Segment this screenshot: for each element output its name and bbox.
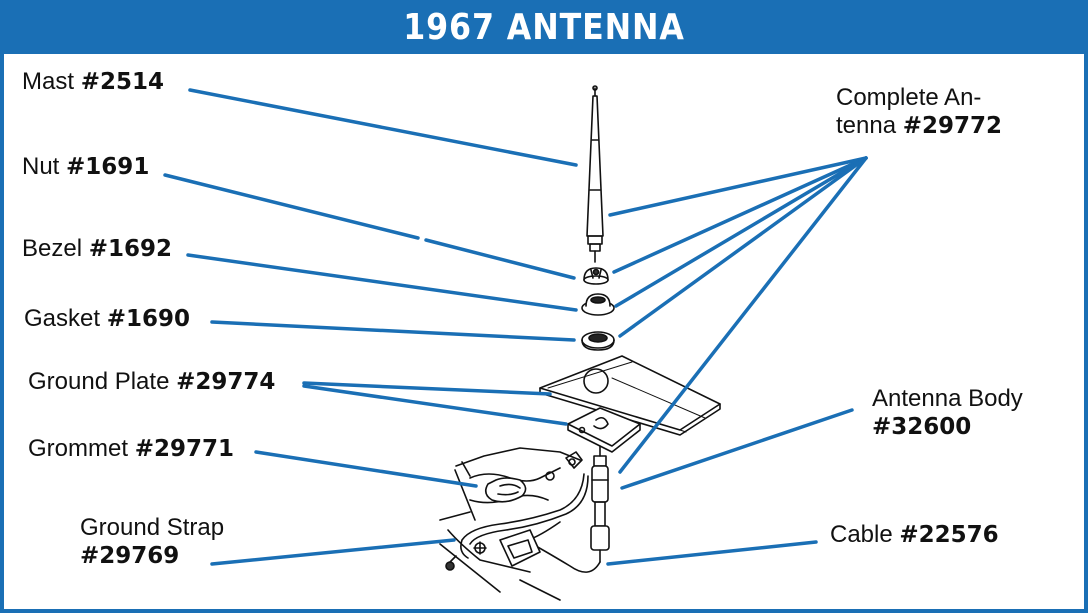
antenna-body-name: Antenna Body — [872, 385, 1023, 412]
antenna-body-part-number: #32600 — [872, 414, 972, 440]
ground-strap-drawing — [439, 473, 589, 601]
mast-leader — [188, 88, 578, 167]
grommet-name: Grommet — [28, 435, 129, 462]
ground-strap-label: Ground Strap #29769 — [80, 514, 224, 570]
nut-name: Nut — [22, 153, 60, 180]
bezel-label: Bezel #1692 — [22, 235, 172, 263]
antenna-body-leader — [620, 408, 854, 490]
bezel-drawing — [581, 293, 615, 316]
cable-part-number: #22576 — [899, 522, 999, 548]
antenna-parts-artwork — [439, 85, 721, 601]
complete-antenna-part-number: #29772 — [902, 113, 1003, 139]
title-bar: 1967 ANTENNA — [0, 0, 1088, 54]
gasket-leader — [210, 320, 576, 342]
complete-antenna-label: Complete An- tenna #29772 — [836, 84, 1002, 140]
complete-antenna-leader-1 — [608, 156, 868, 217]
ground-strap-part-number: #29769 — [80, 543, 180, 569]
ground-strap-leader — [210, 538, 456, 566]
grommet-label: Grommet #29771 — [28, 435, 234, 463]
ground-plate-part-number: #29774 — [176, 369, 276, 395]
complete-antenna-leader-2 — [612, 156, 868, 274]
gasket-drawing — [581, 331, 615, 351]
mount-bracket-drawing — [567, 407, 641, 453]
mast-label: Mast #2514 — [22, 68, 164, 96]
antenna-body-label: Antenna Body #32600 — [872, 385, 1023, 441]
cable-leader — [606, 540, 818, 566]
nut-leader-2 — [424, 238, 576, 280]
grommet-and-harness-drawing — [454, 447, 583, 521]
ground-plate-name: Ground Plate — [28, 368, 170, 395]
ground-plate-leader-1 — [302, 381, 552, 396]
complete-antenna-leader-4 — [618, 156, 868, 338]
nut-part-number: #1691 — [66, 154, 150, 180]
ground-plate-drawing — [539, 355, 721, 436]
bezel-part-number: #1692 — [88, 236, 173, 262]
page-title: 1967 ANTENNA — [403, 6, 685, 48]
bezel-leader — [186, 253, 578, 312]
grommet-part-number: #29771 — [134, 436, 234, 462]
bezel-name: Bezel — [22, 235, 83, 262]
ground-plate-label: Ground Plate #29774 — [28, 368, 275, 396]
ground-strap-name: Ground Strap — [80, 514, 225, 541]
nut-drawing — [583, 267, 609, 285]
cable-label: Cable #22576 — [830, 521, 999, 549]
complete-antenna-name-line1: Complete An- — [836, 84, 982, 111]
mast-drawing — [586, 85, 604, 263]
ground-plate-leader-2 — [302, 384, 568, 426]
mast-name: Mast — [22, 68, 75, 95]
gasket-part-number: #1690 — [106, 306, 190, 332]
gasket-name: Gasket — [24, 305, 101, 332]
gasket-label: Gasket #1690 — [24, 305, 190, 333]
nut-label: Nut #1691 — [22, 153, 149, 181]
complete-antenna-leader-3 — [614, 156, 868, 308]
cable-name: Cable — [830, 521, 893, 548]
grommet-leader — [254, 450, 478, 488]
complete-antenna-name-line2: tenna — [836, 112, 897, 139]
nut-leader — [163, 173, 420, 240]
complete-antenna-leader-5 — [618, 156, 868, 474]
leader-lines — [163, 88, 868, 566]
mast-part-number: #2514 — [80, 69, 164, 95]
